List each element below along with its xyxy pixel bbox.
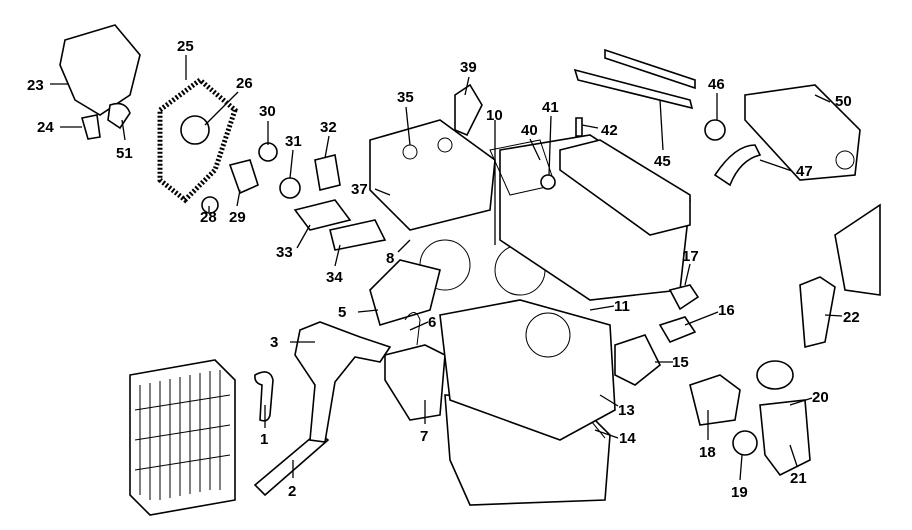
bracket-51 [107,102,131,130]
callout-2: 2 [288,483,296,500]
bracket-39 [454,83,483,137]
tensioner-29 [228,159,259,195]
callout-14: 14 [619,430,636,447]
callout-33: 33 [276,244,293,261]
callout-7: 7 [420,428,428,445]
callout-17: 17 [682,248,699,265]
callout-21: 21 [790,470,807,487]
pulley-30 [258,142,278,162]
callout-3: 3 [270,334,278,351]
valve-cover-35 [369,119,496,231]
timing-belt-25 [157,76,238,204]
callout-50: 50 [835,93,852,110]
callout-28: 28 [200,209,217,226]
callout-45: 45 [654,153,671,170]
callout-47: 47 [796,163,813,180]
callout-labels: 1 2 3 5 6 7 8 10 11 13 14 15 16 17 18 19… [27,38,860,501]
bracket-7 [384,344,446,421]
air-box [834,203,881,296]
pulley-31 [279,177,301,199]
bracket-33 [293,199,352,231]
callout-34: 34 [326,269,343,286]
callout-16: 16 [718,302,735,319]
hose-1 [254,371,274,422]
callout-26: 26 [236,75,253,92]
callout-42: 42 [601,122,618,139]
callout-46: 46 [708,76,725,93]
callout-10: 10 [486,107,503,124]
callout-23: 23 [27,77,44,94]
callout-37: 37 [351,181,368,198]
hose-47 [713,144,762,187]
callout-30: 30 [259,103,276,120]
air-duct-22 [799,276,836,349]
callout-8: 8 [386,250,394,267]
callout-18: 18 [699,444,716,461]
callout-32: 32 [320,119,337,136]
callout-39: 39 [460,59,477,76]
callout-24: 24 [37,119,54,136]
callout-13: 13 [618,402,635,419]
bracket-24 [80,114,101,140]
valve-cover-right [559,139,691,236]
callout-11: 11 [614,298,630,315]
leader-lines [50,55,843,481]
gasket-34 [329,219,387,251]
thermostat-housing-17 [668,284,700,311]
callout-22: 22 [843,309,860,326]
bracket-32 [314,154,341,191]
callout-35: 35 [397,89,414,106]
radiator [129,359,236,516]
alternator-15 [614,334,662,386]
callout-19: 19 [731,484,748,501]
pipe-2 [253,430,330,497]
timing-cover-5 [369,259,441,326]
seal-41 [540,174,556,190]
callout-1: 1 [260,431,268,448]
callout-40: 40 [521,122,538,139]
oil-filter [756,360,794,390]
exhaust-manifold-3 [294,321,392,443]
valve-46 [704,119,726,141]
intake-plenum-50 [744,84,861,181]
mount-18 [689,374,741,426]
sensor-42 [575,117,583,137]
bracket-21 [759,399,811,477]
callout-41: 41 [542,99,559,116]
callout-5: 5 [338,304,346,321]
mount-19 [732,430,758,456]
engine-block [439,299,616,441]
callout-25: 25 [177,38,194,55]
callout-29: 29 [229,209,246,226]
callout-6: 6 [428,314,436,331]
idler-28 [201,196,219,214]
gasket-6 [404,312,421,346]
fuel-rail-45 [573,68,694,110]
callout-31: 31 [285,133,302,150]
pulley-26 [180,115,210,145]
water-pump-16 [658,316,697,343]
callout-51: 51 [116,145,133,162]
callout-20: 20 [812,389,829,406]
callout-15: 15 [672,354,689,371]
timing-cover-23 [59,24,141,116]
injector-rail [604,48,696,90]
